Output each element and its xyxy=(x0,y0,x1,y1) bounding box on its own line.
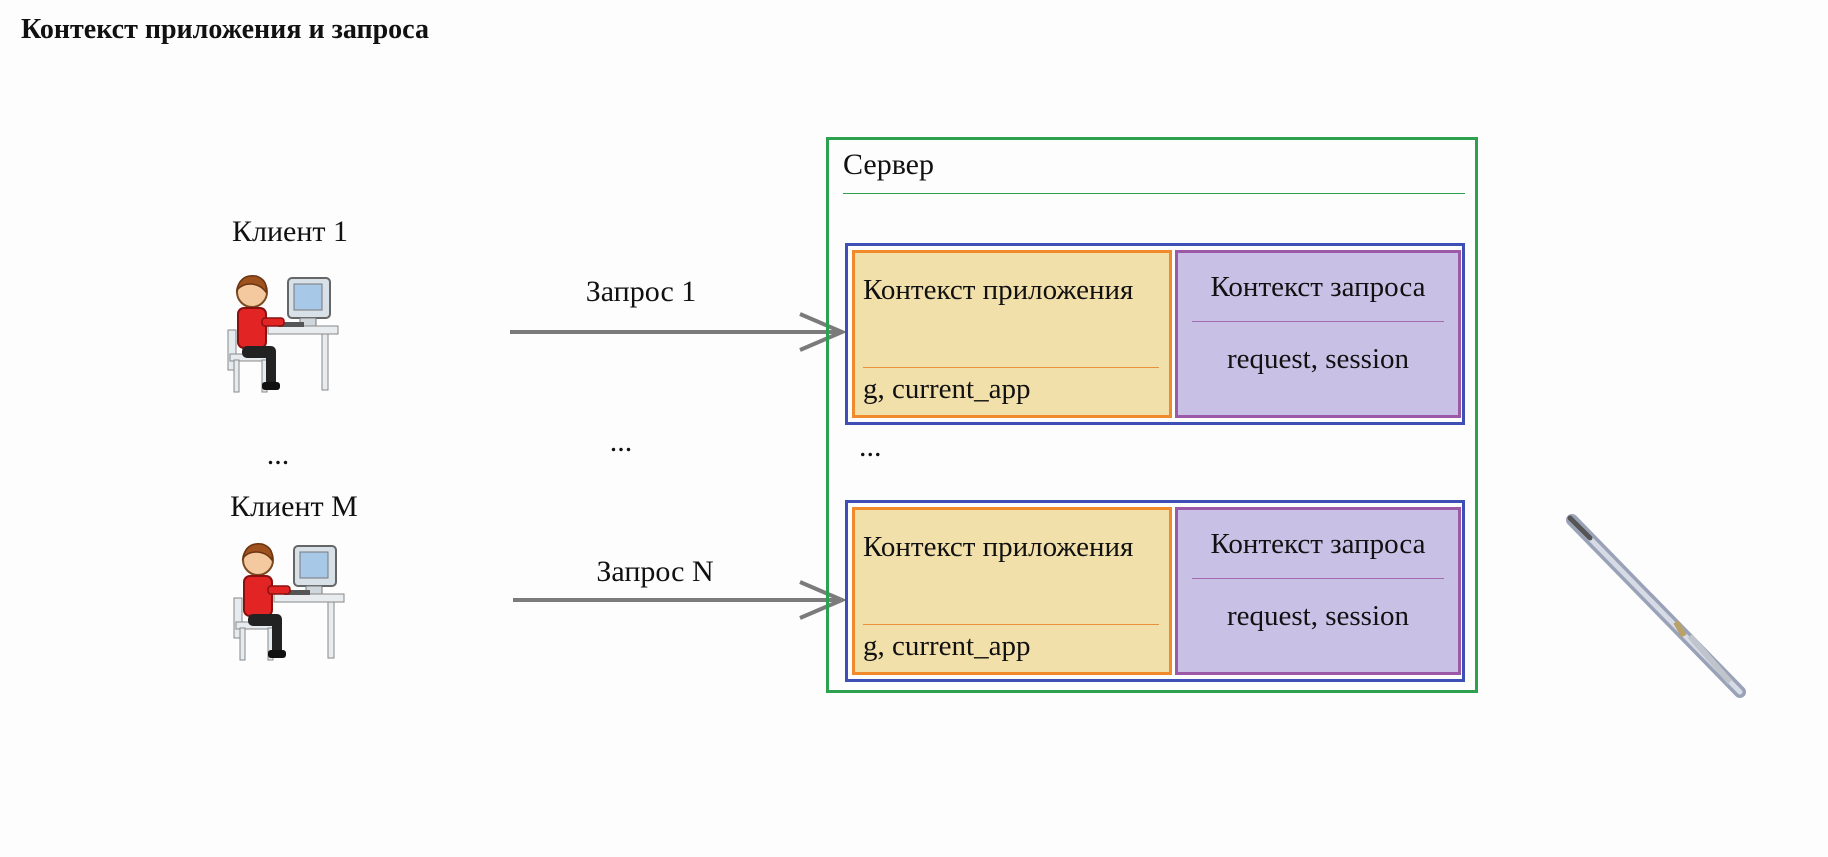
server-box: Сервер Контекст приложения g, current_ap… xyxy=(826,137,1478,693)
request-1-arrow xyxy=(510,312,848,352)
request-context-divider xyxy=(1192,578,1444,579)
client-1-label: Клиент 1 xyxy=(231,215,348,248)
app-context-title: Контекст приложения xyxy=(863,274,1134,306)
server-title: Сервер xyxy=(843,148,934,181)
context-group-2: Контекст приложения g, current_app Конте… xyxy=(845,500,1465,682)
user-at-computer-icon xyxy=(233,543,345,661)
app-context-values: g, current_app xyxy=(863,373,1031,405)
app-context-divider xyxy=(863,624,1159,625)
page-title: Контекст приложения и запроса xyxy=(21,14,429,45)
clients-ellipsis: ... xyxy=(266,438,290,471)
request-context-box: Контекст запроса request, session xyxy=(1175,507,1461,675)
request-context-title: Контекст запроса xyxy=(1210,271,1426,303)
request-context-title: Контекст запроса xyxy=(1210,528,1426,560)
request-context-divider xyxy=(1192,321,1444,322)
server-contexts-ellipsis: ... xyxy=(859,430,882,463)
request-1-label: Запрос 1 xyxy=(585,275,697,308)
client-m-label: Клиент M xyxy=(230,490,358,523)
request-context-values: request, session xyxy=(1226,600,1410,632)
request-n-label: Запрос N xyxy=(596,555,714,588)
request-context-box: Контекст запроса request, session xyxy=(1175,250,1461,418)
request-arrows xyxy=(510,312,848,620)
pen-icon-shape xyxy=(1566,514,1746,698)
server-title-divider xyxy=(843,193,1465,194)
context-group-1: Контекст приложения g, current_app Конте… xyxy=(845,243,1465,425)
app-context-divider xyxy=(863,367,1159,368)
user-at-computer-icon-2 xyxy=(233,543,345,661)
app-context-box: Контекст приложения g, current_app xyxy=(852,250,1172,418)
request-n-arrow xyxy=(513,580,848,620)
request-context-values: request, session xyxy=(1226,343,1410,375)
app-context-title: Контекст приложения xyxy=(863,531,1134,563)
pen-icon xyxy=(1566,514,1746,698)
app-context-values: g, current_app xyxy=(863,630,1031,662)
user-at-computer-icon-1 xyxy=(227,275,339,393)
requests-ellipsis: ... xyxy=(609,425,633,458)
app-context-box: Контекст приложения g, current_app xyxy=(852,507,1172,675)
user-at-computer-icon xyxy=(227,275,339,393)
